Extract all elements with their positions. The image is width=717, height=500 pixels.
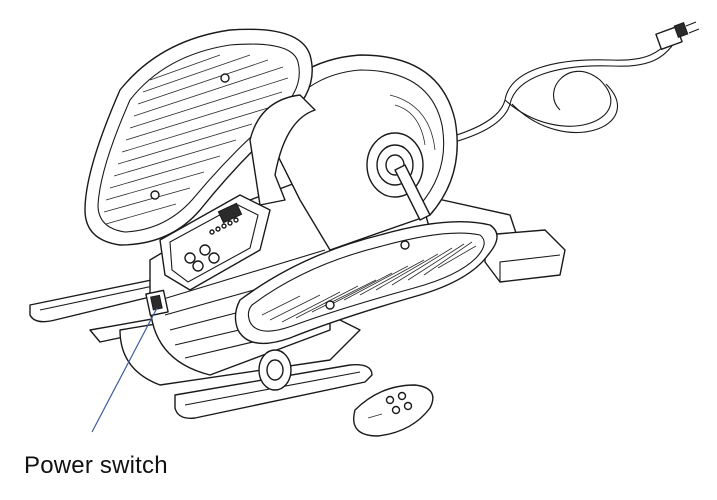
callout-leader-line	[91, 307, 158, 433]
remote-button-2[interactable]	[397, 391, 407, 401]
indicator-leds	[209, 217, 239, 235]
plug-icon	[655, 21, 700, 50]
power-switch[interactable]	[145, 289, 169, 317]
crank-hub	[366, 132, 431, 221]
console-button-1[interactable]	[184, 252, 196, 264]
console-button-2[interactable]	[199, 244, 211, 256]
lcd-display	[217, 202, 243, 224]
remote-control[interactable]	[353, 384, 434, 437]
remote-button-4[interactable]	[403, 401, 413, 411]
right-pedal	[234, 220, 498, 345]
console-button-4[interactable]	[208, 252, 220, 264]
left-pedal	[84, 28, 313, 246]
remote-button-3[interactable]	[391, 405, 401, 415]
console-button-3[interactable]	[192, 260, 204, 272]
transport-wheel	[258, 349, 292, 391]
power-switch-label: Power switch	[24, 452, 168, 479]
power-cord	[439, 41, 673, 147]
remote-button-1[interactable]	[385, 395, 395, 405]
console-panel	[159, 194, 271, 291]
left-pedal-arm	[249, 94, 316, 206]
